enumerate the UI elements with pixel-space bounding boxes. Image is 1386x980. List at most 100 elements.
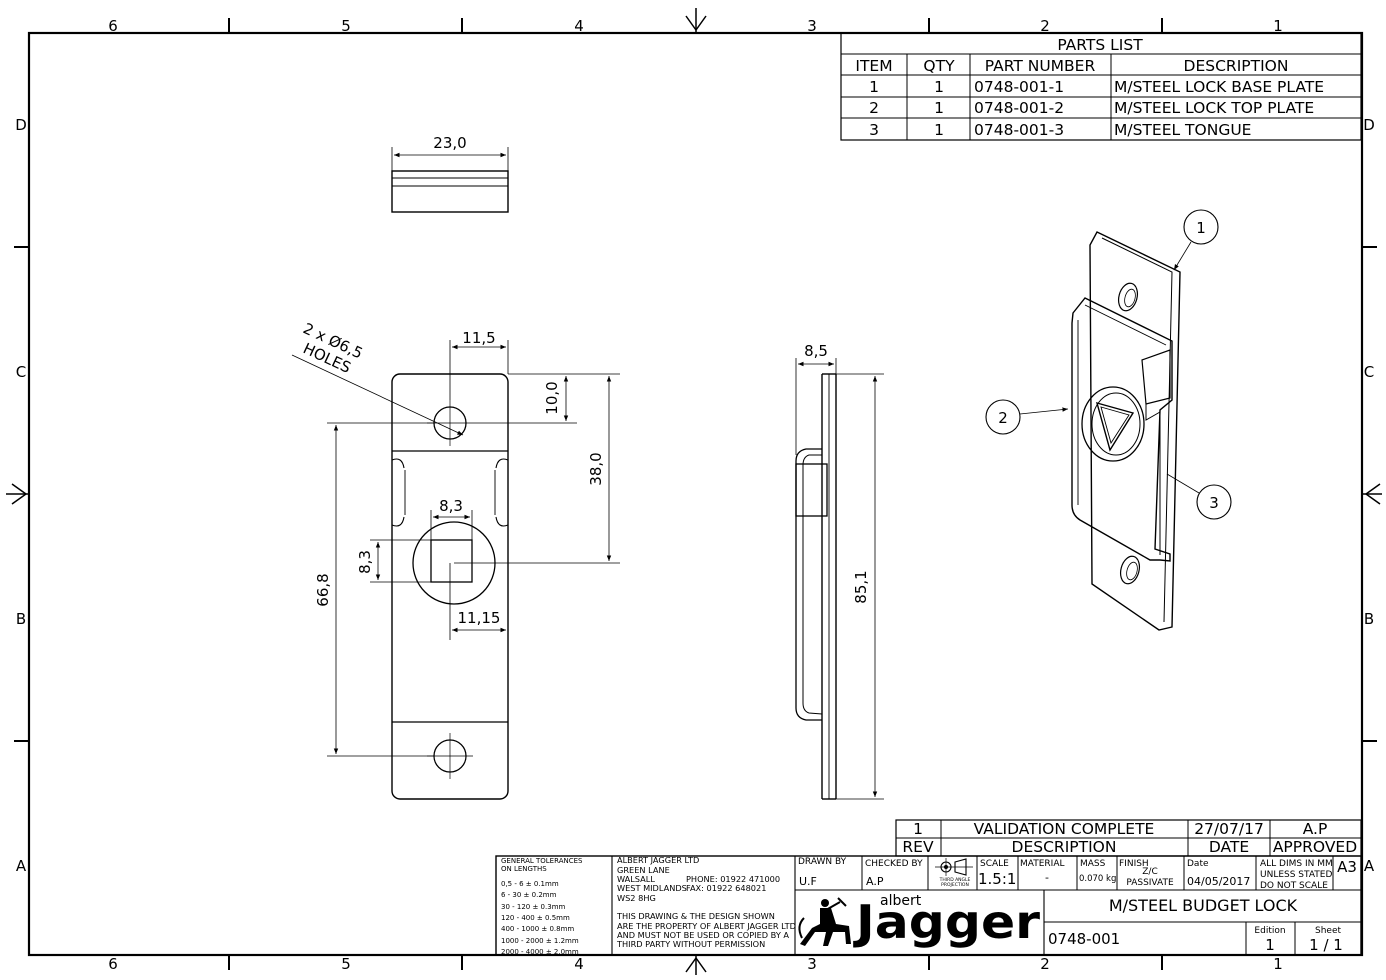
dim-top-width: 23,0 bbox=[433, 134, 466, 152]
dim-hole-spacing: 66,8 bbox=[314, 573, 332, 606]
property-line-4: THIRD PARTY WITHOUT PERMISSION bbox=[616, 939, 765, 949]
zone-row-a-right: A bbox=[1364, 857, 1375, 875]
tolerance-row-4: 120 - 400 ± 0.5mm bbox=[501, 914, 570, 922]
parts-row-1-qty: 1 bbox=[934, 78, 944, 96]
zone-col-5-bottom: 5 bbox=[341, 955, 351, 973]
parts-row-3-qty: 1 bbox=[934, 121, 944, 139]
logo-small-text: albert bbox=[880, 893, 922, 909]
parts-row-1-description: M/STEEL LOCK BASE PLATE bbox=[1114, 78, 1324, 96]
parts-row-2-qty: 1 bbox=[934, 99, 944, 117]
zone-col-4-top: 4 bbox=[574, 17, 584, 35]
finish-line-2: PASSIVATE bbox=[1126, 878, 1174, 888]
company-line-3: WALSALL bbox=[617, 874, 655, 884]
tolerance-row-7: 2000 - 4000 ± 2.0mm bbox=[501, 948, 579, 956]
revision-table: 1 VALIDATION COMPLETE 27/07/17 A.P REV D… bbox=[895, 819, 1362, 857]
zone-col-3-bottom: 3 bbox=[807, 955, 817, 973]
date-value: 04/05/2017 bbox=[1187, 875, 1250, 888]
parts-row-3-item: 3 bbox=[869, 121, 879, 139]
parts-row-1-part-number: 0748-001-1 bbox=[974, 78, 1064, 96]
front-view: 11,5 10,0 38,0 66,8 8,3 8,3 11,15 2 x Ø6 bbox=[291, 319, 620, 800]
material-value: - bbox=[1045, 871, 1049, 884]
mass-label: MASS bbox=[1080, 859, 1106, 869]
zone-row-c-left: C bbox=[16, 363, 26, 381]
title-block: GENERAL TOLERANCES ON LENGTHS 0,5 - 6 ± … bbox=[495, 855, 1362, 956]
parts-row-2-part-number: 0748-001-2 bbox=[974, 99, 1064, 117]
company-line-2: GREEN LANE bbox=[617, 865, 670, 875]
revision-description: VALIDATION COMPLETE bbox=[974, 820, 1155, 838]
zone-col-2-top: 2 bbox=[1040, 17, 1050, 35]
parts-row-2-description: M/STEEL LOCK TOP PLATE bbox=[1114, 99, 1314, 117]
sheet-label: Sheet bbox=[1315, 926, 1341, 936]
checked-by-label: CHECKED BY bbox=[865, 859, 923, 869]
dim-square-offset: 11,15 bbox=[458, 609, 501, 627]
property-line-2: ARE THE PROPERTY OF ALBERT JAGGER LTD bbox=[617, 921, 796, 931]
finish-line-1: Z/C bbox=[1142, 867, 1157, 877]
zone-col-5-top: 5 bbox=[341, 17, 351, 35]
parts-row-3-description: M/STEEL TONGUE bbox=[1114, 121, 1251, 139]
zone-col-6-bottom: 6 bbox=[108, 955, 118, 973]
tolerance-row-3: 30 - 120 ± 0.3mm bbox=[501, 903, 566, 911]
parts-row-2-item: 2 bbox=[869, 99, 879, 117]
zone-row-b-right: B bbox=[1364, 610, 1374, 628]
material-label: MATERIAL bbox=[1020, 859, 1065, 869]
parts-list-title: PARTS LIST bbox=[1057, 36, 1143, 54]
zone-col-4-bottom: 4 bbox=[574, 955, 584, 973]
zone-labels: 6 5 4 3 2 1 6 5 4 3 2 1 D C B A D C B A bbox=[15, 17, 1375, 973]
property-line-3: AND MUST NOT BE USED OR COPIED BY A bbox=[617, 930, 789, 940]
dim-hole-offset-y: 10,0 bbox=[543, 381, 561, 414]
zone-row-a-left: A bbox=[16, 857, 27, 875]
side-view: 8,5 85,1 bbox=[795, 342, 884, 800]
drawn-by-label: DRAWN BY bbox=[798, 857, 847, 867]
zone-col-6-top: 6 bbox=[108, 17, 118, 35]
date-label: Date bbox=[1187, 859, 1209, 869]
drawing-number: 0748-001 bbox=[1048, 930, 1120, 948]
zone-col-3-top: 3 bbox=[807, 17, 817, 35]
isometric-view: 1 2 3 bbox=[985, 209, 1232, 631]
revision-approved-label: APPROVED bbox=[1273, 838, 1357, 856]
revision-date-label: DATE bbox=[1209, 838, 1249, 856]
parts-list-table: PARTS LIST ITEM QTY PART NUMBER DESCRIPT… bbox=[840, 32, 1362, 141]
revision-number: 1 bbox=[913, 820, 923, 838]
drawn-by-value: U.F bbox=[799, 875, 817, 888]
zone-row-d-left: D bbox=[15, 116, 27, 134]
edition-label: Edition bbox=[1254, 926, 1285, 936]
dim-square-height: 8,3 bbox=[356, 550, 374, 574]
tolerance-row-1: 0,5 - 6 ± 0.1mm bbox=[501, 880, 559, 888]
sheet-size: A3 bbox=[1337, 858, 1357, 876]
parts-header-part-number: PART NUMBER bbox=[985, 57, 1096, 75]
zone-col-2-bottom: 2 bbox=[1040, 955, 1050, 973]
company-fax: FAX: 01922 648021 bbox=[686, 883, 766, 893]
units-line-1: ALL DIMS IN MM bbox=[1260, 859, 1333, 869]
dim-side-height: 85,1 bbox=[852, 570, 870, 603]
dim-square-width: 8,3 bbox=[439, 497, 463, 515]
zone-col-1-bottom: 1 bbox=[1273, 955, 1283, 973]
revision-rev-label: REV bbox=[902, 838, 934, 856]
edition-value: 1 bbox=[1265, 936, 1275, 954]
checked-by-value: A.P bbox=[866, 875, 884, 888]
dim-height-38: 38,0 bbox=[587, 452, 605, 485]
revision-date: 27/07/17 bbox=[1194, 820, 1264, 838]
tolerance-title-2: ON LENGTHS bbox=[501, 865, 547, 873]
mass-value: 0.070 kg bbox=[1079, 874, 1116, 884]
drawing-title: M/STEEL BUDGET LOCK bbox=[1109, 896, 1298, 915]
zone-row-d-right: D bbox=[1363, 116, 1375, 134]
units-line-2: UNLESS STATED bbox=[1260, 870, 1332, 880]
company-line-1: ALBERT JAGGER LTD bbox=[617, 855, 699, 865]
tolerance-row-5: 400 - 1000 ± 0.8mm bbox=[501, 925, 574, 933]
parts-header-description: DESCRIPTION bbox=[1184, 57, 1289, 75]
scale-value: 1.5:1 bbox=[978, 870, 1016, 888]
tolerance-row-6: 1000 - 2000 ± 1.2mm bbox=[501, 937, 579, 945]
third-angle-projection-icon bbox=[935, 858, 973, 876]
dim-hole-offset-x: 11,5 bbox=[462, 329, 495, 347]
sheet-value: 1 / 1 bbox=[1309, 936, 1343, 954]
company-phone: PHONE: 01922 471000 bbox=[686, 874, 780, 884]
finish-label: FINISH bbox=[1119, 859, 1149, 869]
zone-col-1-top: 1 bbox=[1273, 17, 1283, 35]
balloon-2: 2 bbox=[998, 409, 1008, 427]
tolerance-title-1: GENERAL TOLERANCES bbox=[501, 857, 583, 865]
top-view: 23,0 bbox=[391, 134, 509, 213]
projection-line-1: THIRD ANGLE bbox=[939, 877, 971, 883]
balloon-1: 1 bbox=[1196, 219, 1206, 237]
company-line-4: WEST MIDLANDS bbox=[617, 883, 687, 893]
